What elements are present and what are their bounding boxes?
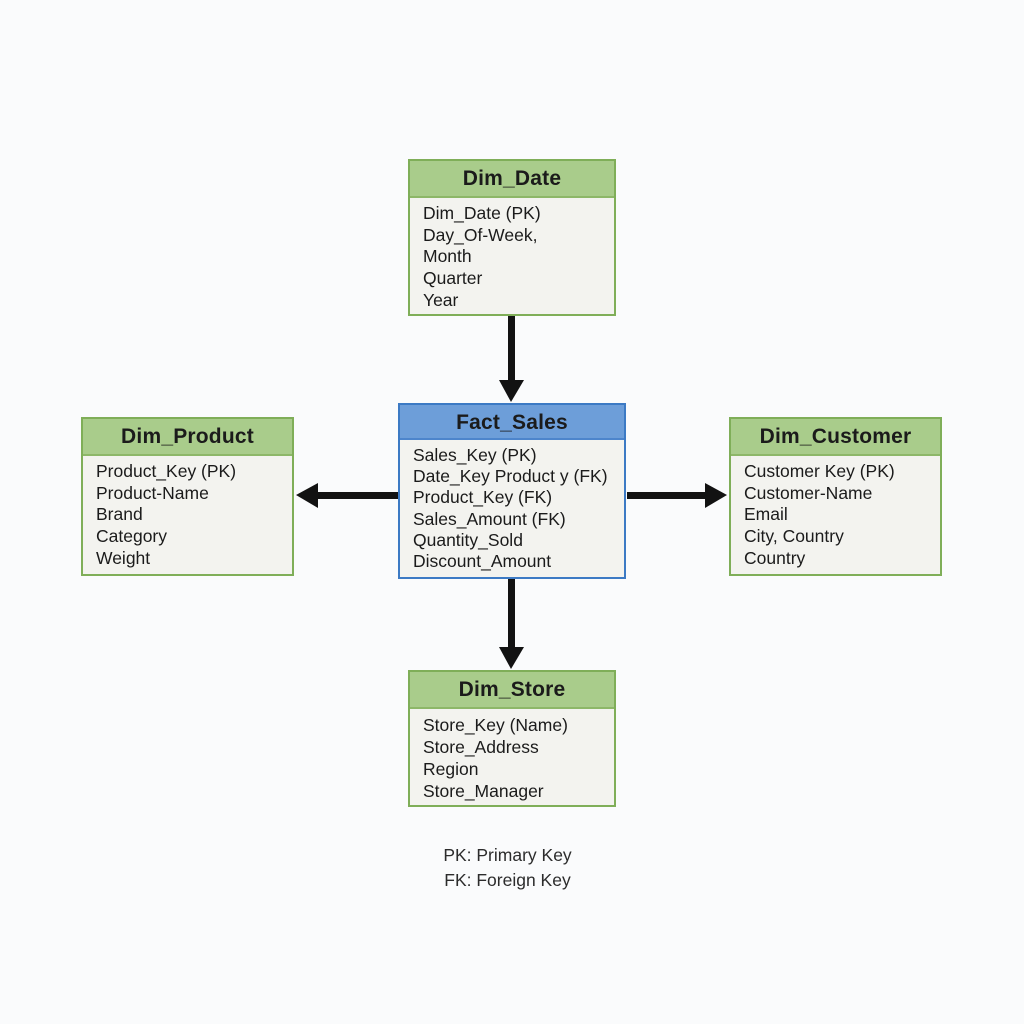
table-dim-product-title: Dim_Product	[83, 419, 292, 456]
arrow-fact-to-customer-shaft	[627, 492, 707, 499]
column-row: Region	[423, 759, 479, 779]
table-dim-store: Dim_Store Store_Key (Name) Store_Address…	[408, 670, 616, 807]
table-fact-sales-title: Fact_Sales	[400, 405, 624, 440]
legend-pk: PK: Primary Key	[443, 845, 572, 865]
column-row: Discount_Amount	[413, 551, 552, 572]
arrow-down-icon	[499, 380, 524, 402]
table-dim-date-title: Dim_Date	[410, 161, 614, 198]
table-dim-store-title: Dim_Store	[410, 672, 614, 709]
table-fact-sales: Fact_Sales Sales_Key (PK) Date_Key Produ…	[398, 403, 626, 579]
column-row: Sales_Amount (FK)	[413, 508, 566, 529]
table-dim-customer-title: Dim_Customer	[731, 419, 940, 456]
column-row: Customer-Name	[744, 482, 873, 503]
table-dim-date-columns: Dim_Date (PK) Day_Of-Week, Month Quarter…	[410, 198, 614, 312]
column-row: Date_Key Product y (FK)	[413, 466, 608, 487]
column-row: Category	[96, 526, 168, 547]
table-dim-date: Dim_Date Dim_Date (PK) Day_Of-Week, Mont…	[408, 159, 616, 316]
column-row: Day_Of-Week,	[423, 224, 538, 245]
table-dim-product: Dim_Product Product_Key (PK) Product-Nam…	[81, 417, 294, 576]
table-dim-store-columns: Store_Key (Name) Store_Address Region St…	[410, 709, 614, 802]
table-dim-product-columns: Product_Key (PK) Product-Name Brand Cate…	[83, 456, 292, 570]
column-row: Sales_Key (PK)	[413, 445, 537, 465]
table-dim-customer-columns: Customer Key (PK) Customer-Name Email Ci…	[731, 456, 940, 570]
table-fact-sales-columns: Sales_Key (PK) Date_Key Product y (FK) P…	[400, 440, 624, 572]
column-row: Month	[423, 246, 472, 267]
key-legend: PK: Primary Key FK: Foreign Key	[395, 843, 620, 892]
column-row: Quantity_Sold	[413, 529, 523, 550]
column-row: Brand	[96, 504, 143, 525]
column-row: Product_Key (PK)	[96, 461, 237, 481]
column-row: Product_Key (FK)	[413, 487, 553, 508]
legend-fk: FK: Foreign Key	[444, 869, 571, 890]
column-row: Store_Manager	[423, 781, 544, 801]
table-dim-customer: Dim_Customer Customer Key (PK) Customer-…	[729, 417, 942, 576]
column-row: Country	[744, 547, 806, 568]
arrow-fact-to-product-shaft	[316, 492, 398, 499]
column-row: Weight	[96, 547, 151, 568]
column-row: Product-Name	[96, 482, 209, 503]
column-row: Email	[744, 504, 788, 525]
arrow-down-icon	[499, 647, 524, 669]
column-row: Store_Address	[423, 737, 539, 757]
column-row: Quarter	[423, 268, 483, 289]
arrow-left-icon	[296, 483, 318, 508]
column-row: Dim_Date (PK)	[423, 203, 541, 223]
arrow-right-icon	[705, 483, 727, 508]
arrow-fact-to-store-shaft	[508, 579, 515, 648]
column-row: Store_Key (Name)	[423, 715, 568, 735]
column-row: Customer Key (PK)	[744, 461, 895, 481]
column-row: City, Country	[744, 526, 844, 547]
column-row: Year	[423, 289, 459, 310]
arrow-date-to-fact-shaft	[508, 316, 515, 381]
